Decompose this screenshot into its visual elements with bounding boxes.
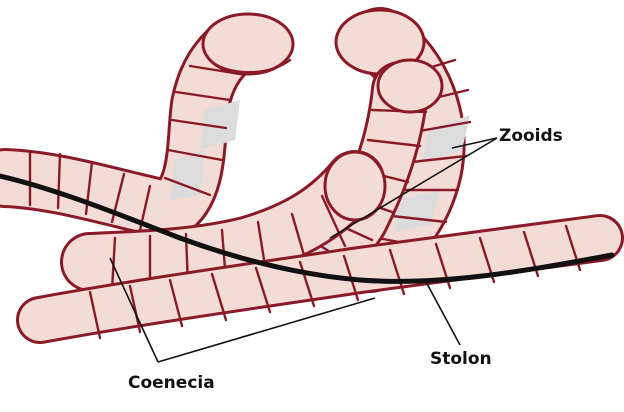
stolon-leader [424, 279, 461, 346]
coenecia-label: Coenecia [128, 373, 215, 393]
middle-tube-opening [376, 58, 444, 114]
zooid-patch [422, 115, 470, 162]
coenecia-leader-left [109, 257, 159, 363]
zooids-leader-upper [451, 137, 498, 149]
stolon-label: Stolon [430, 349, 492, 369]
lower-coenecium-tube [60, 150, 387, 292]
stolon-line [0, 173, 615, 284]
zooid-patch [170, 150, 205, 200]
leader-lines [109, 137, 498, 363]
coenecia-tubes [0, 7, 624, 344]
zooids-leader-lower [329, 137, 498, 239]
zooid-patch [200, 100, 240, 150]
left-tube-opening [201, 12, 295, 76]
zooids-label: Zooids [499, 126, 563, 146]
lower-tube-opening [323, 150, 387, 222]
left-coenecium-tube [0, 12, 295, 240]
bottom-coenecium-tube [16, 214, 624, 344]
coenecia-leader-right [157, 297, 376, 363]
zooid-patch [395, 190, 440, 232]
